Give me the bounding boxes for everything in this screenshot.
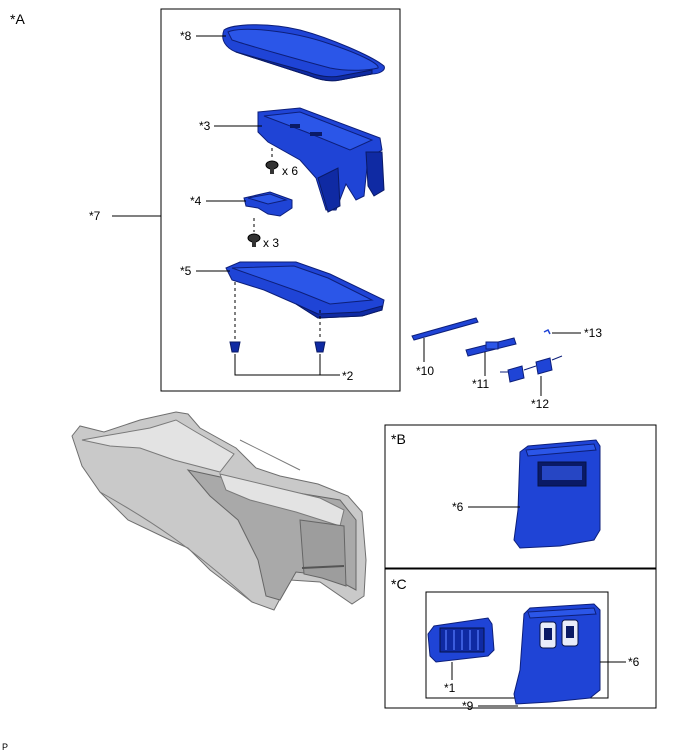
callout-5: *5 bbox=[180, 264, 192, 278]
callout-10: *10 bbox=[416, 364, 434, 378]
callout-9: *9 bbox=[462, 699, 474, 713]
lower-tray-part bbox=[225, 261, 385, 319]
console-body bbox=[71, 411, 367, 611]
callout-13: *13 bbox=[584, 326, 602, 340]
group-label-b: *B bbox=[391, 431, 406, 447]
clip-part-right bbox=[314, 341, 326, 353]
rod-part bbox=[411, 317, 479, 341]
callout-8: *8 bbox=[180, 29, 192, 43]
screw-icon bbox=[265, 148, 279, 174]
leader-2-bracket bbox=[234, 354, 321, 376]
callout-1: *1 bbox=[444, 681, 456, 695]
group-label-a: *A bbox=[10, 11, 25, 27]
group-c-box bbox=[384, 568, 657, 709]
shaft-part bbox=[465, 337, 517, 357]
rear-panel-part-b bbox=[513, 439, 601, 549]
group-a-box bbox=[160, 8, 401, 392]
callout-4: *4 bbox=[190, 194, 202, 208]
spring-part bbox=[500, 355, 563, 383]
rear-panel-part-c bbox=[513, 603, 601, 705]
group-label-c: *C bbox=[391, 576, 407, 592]
callout-12: *12 bbox=[531, 397, 549, 411]
screw-icon bbox=[247, 218, 261, 247]
bracket-part bbox=[243, 191, 293, 217]
callout-3: *3 bbox=[199, 119, 211, 133]
callout-11: *11 bbox=[472, 377, 489, 391]
armrest-lid-part bbox=[222, 24, 385, 82]
console-upper-box-part bbox=[257, 107, 385, 213]
callout-7: *7 bbox=[89, 209, 101, 223]
pin-part bbox=[543, 328, 551, 335]
clip-part-left bbox=[229, 341, 241, 353]
callout-6c: *6 bbox=[628, 655, 640, 669]
figure-code: P bbox=[2, 742, 8, 752]
screw-quantity-6: x 6 bbox=[282, 164, 298, 178]
callout-6b: *6 bbox=[452, 500, 464, 514]
group-b-box bbox=[384, 424, 657, 569]
callout-2: *2 bbox=[342, 369, 354, 383]
vent-part bbox=[427, 617, 495, 663]
screw-quantity-3: x 3 bbox=[263, 236, 279, 250]
